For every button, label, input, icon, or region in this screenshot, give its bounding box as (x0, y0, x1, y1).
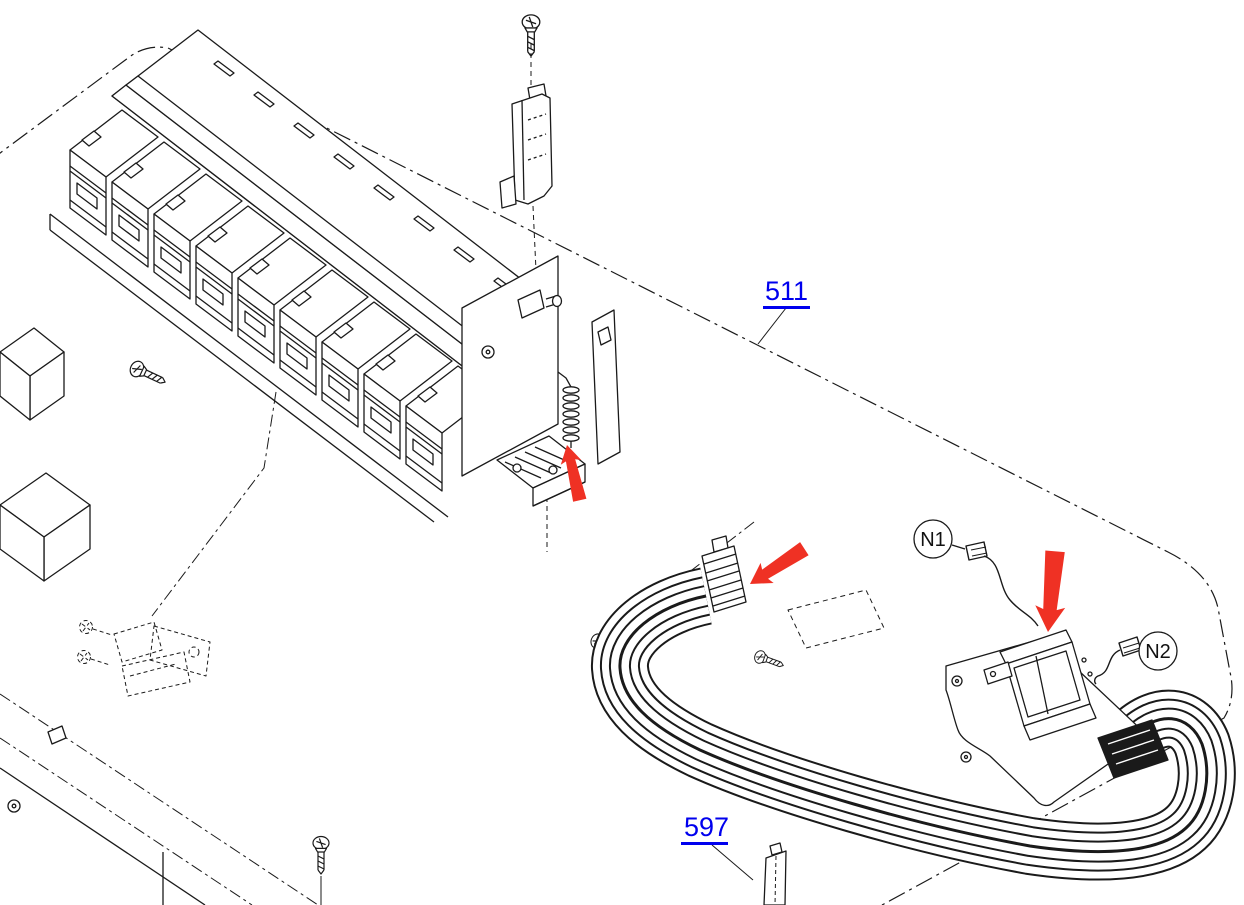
phantom-connector-outline (787, 589, 885, 649)
screw-icon (752, 648, 787, 673)
n2-plug (1118, 636, 1142, 657)
solenoid-assembly (945, 629, 1169, 807)
phantom-bracket-subassembly (77, 620, 211, 697)
guide-pin (545, 294, 563, 308)
part-label-597-group: 597 (681, 812, 754, 881)
guide-part-597-partial (763, 842, 787, 905)
part-label-underline (763, 306, 810, 309)
part-label-597[interactable]: 597 (684, 812, 729, 842)
sensor-bracket (499, 83, 553, 209)
callout-arrow-icon (742, 537, 812, 595)
cartridge-array-assembly (49, 29, 621, 523)
callout-arrow-icon (1032, 549, 1071, 635)
pad-block-top (0, 327, 65, 421)
part-label-underline (681, 842, 728, 845)
assembly-boundary-outline (0, 46, 1233, 905)
screw-icon (79, 620, 93, 634)
connector-label-n1: N1 (913, 519, 953, 559)
plunger (983, 661, 1013, 685)
construction-lines (151, 44, 755, 617)
panel-hole (7, 799, 21, 813)
label-leader-line (757, 307, 787, 345)
chassis-panel-partial (0, 693, 319, 905)
plate-cutout (517, 289, 545, 319)
screw-icon (312, 835, 330, 875)
pad-block-bottom (0, 472, 91, 582)
label-leader-line (711, 844, 754, 881)
cable-end-connector (1097, 719, 1169, 779)
side-plate (591, 309, 621, 465)
screw-icon (127, 358, 170, 391)
panel-tab (47, 725, 67, 745)
n1-wire (951, 541, 1039, 627)
svg-text:N2: N2 (1145, 641, 1171, 663)
tension-spring (557, 371, 580, 448)
svg-text:N1: N1 (920, 529, 946, 551)
screw-icon (521, 14, 541, 57)
end-plate (461, 255, 559, 477)
connector-label-n2: N2 (1138, 631, 1178, 671)
n2-wire (1093, 636, 1147, 685)
solenoid-body (999, 629, 1097, 741)
cover-slots (213, 60, 515, 294)
n1-plug (965, 541, 988, 561)
part-label-511[interactable]: 511 (765, 276, 808, 306)
screw-icon (77, 650, 91, 664)
part-label-511-group: 511 (757, 276, 810, 345)
base-tray (49, 213, 449, 523)
ribbon-connector (701, 535, 747, 613)
screw-hole (481, 345, 495, 359)
